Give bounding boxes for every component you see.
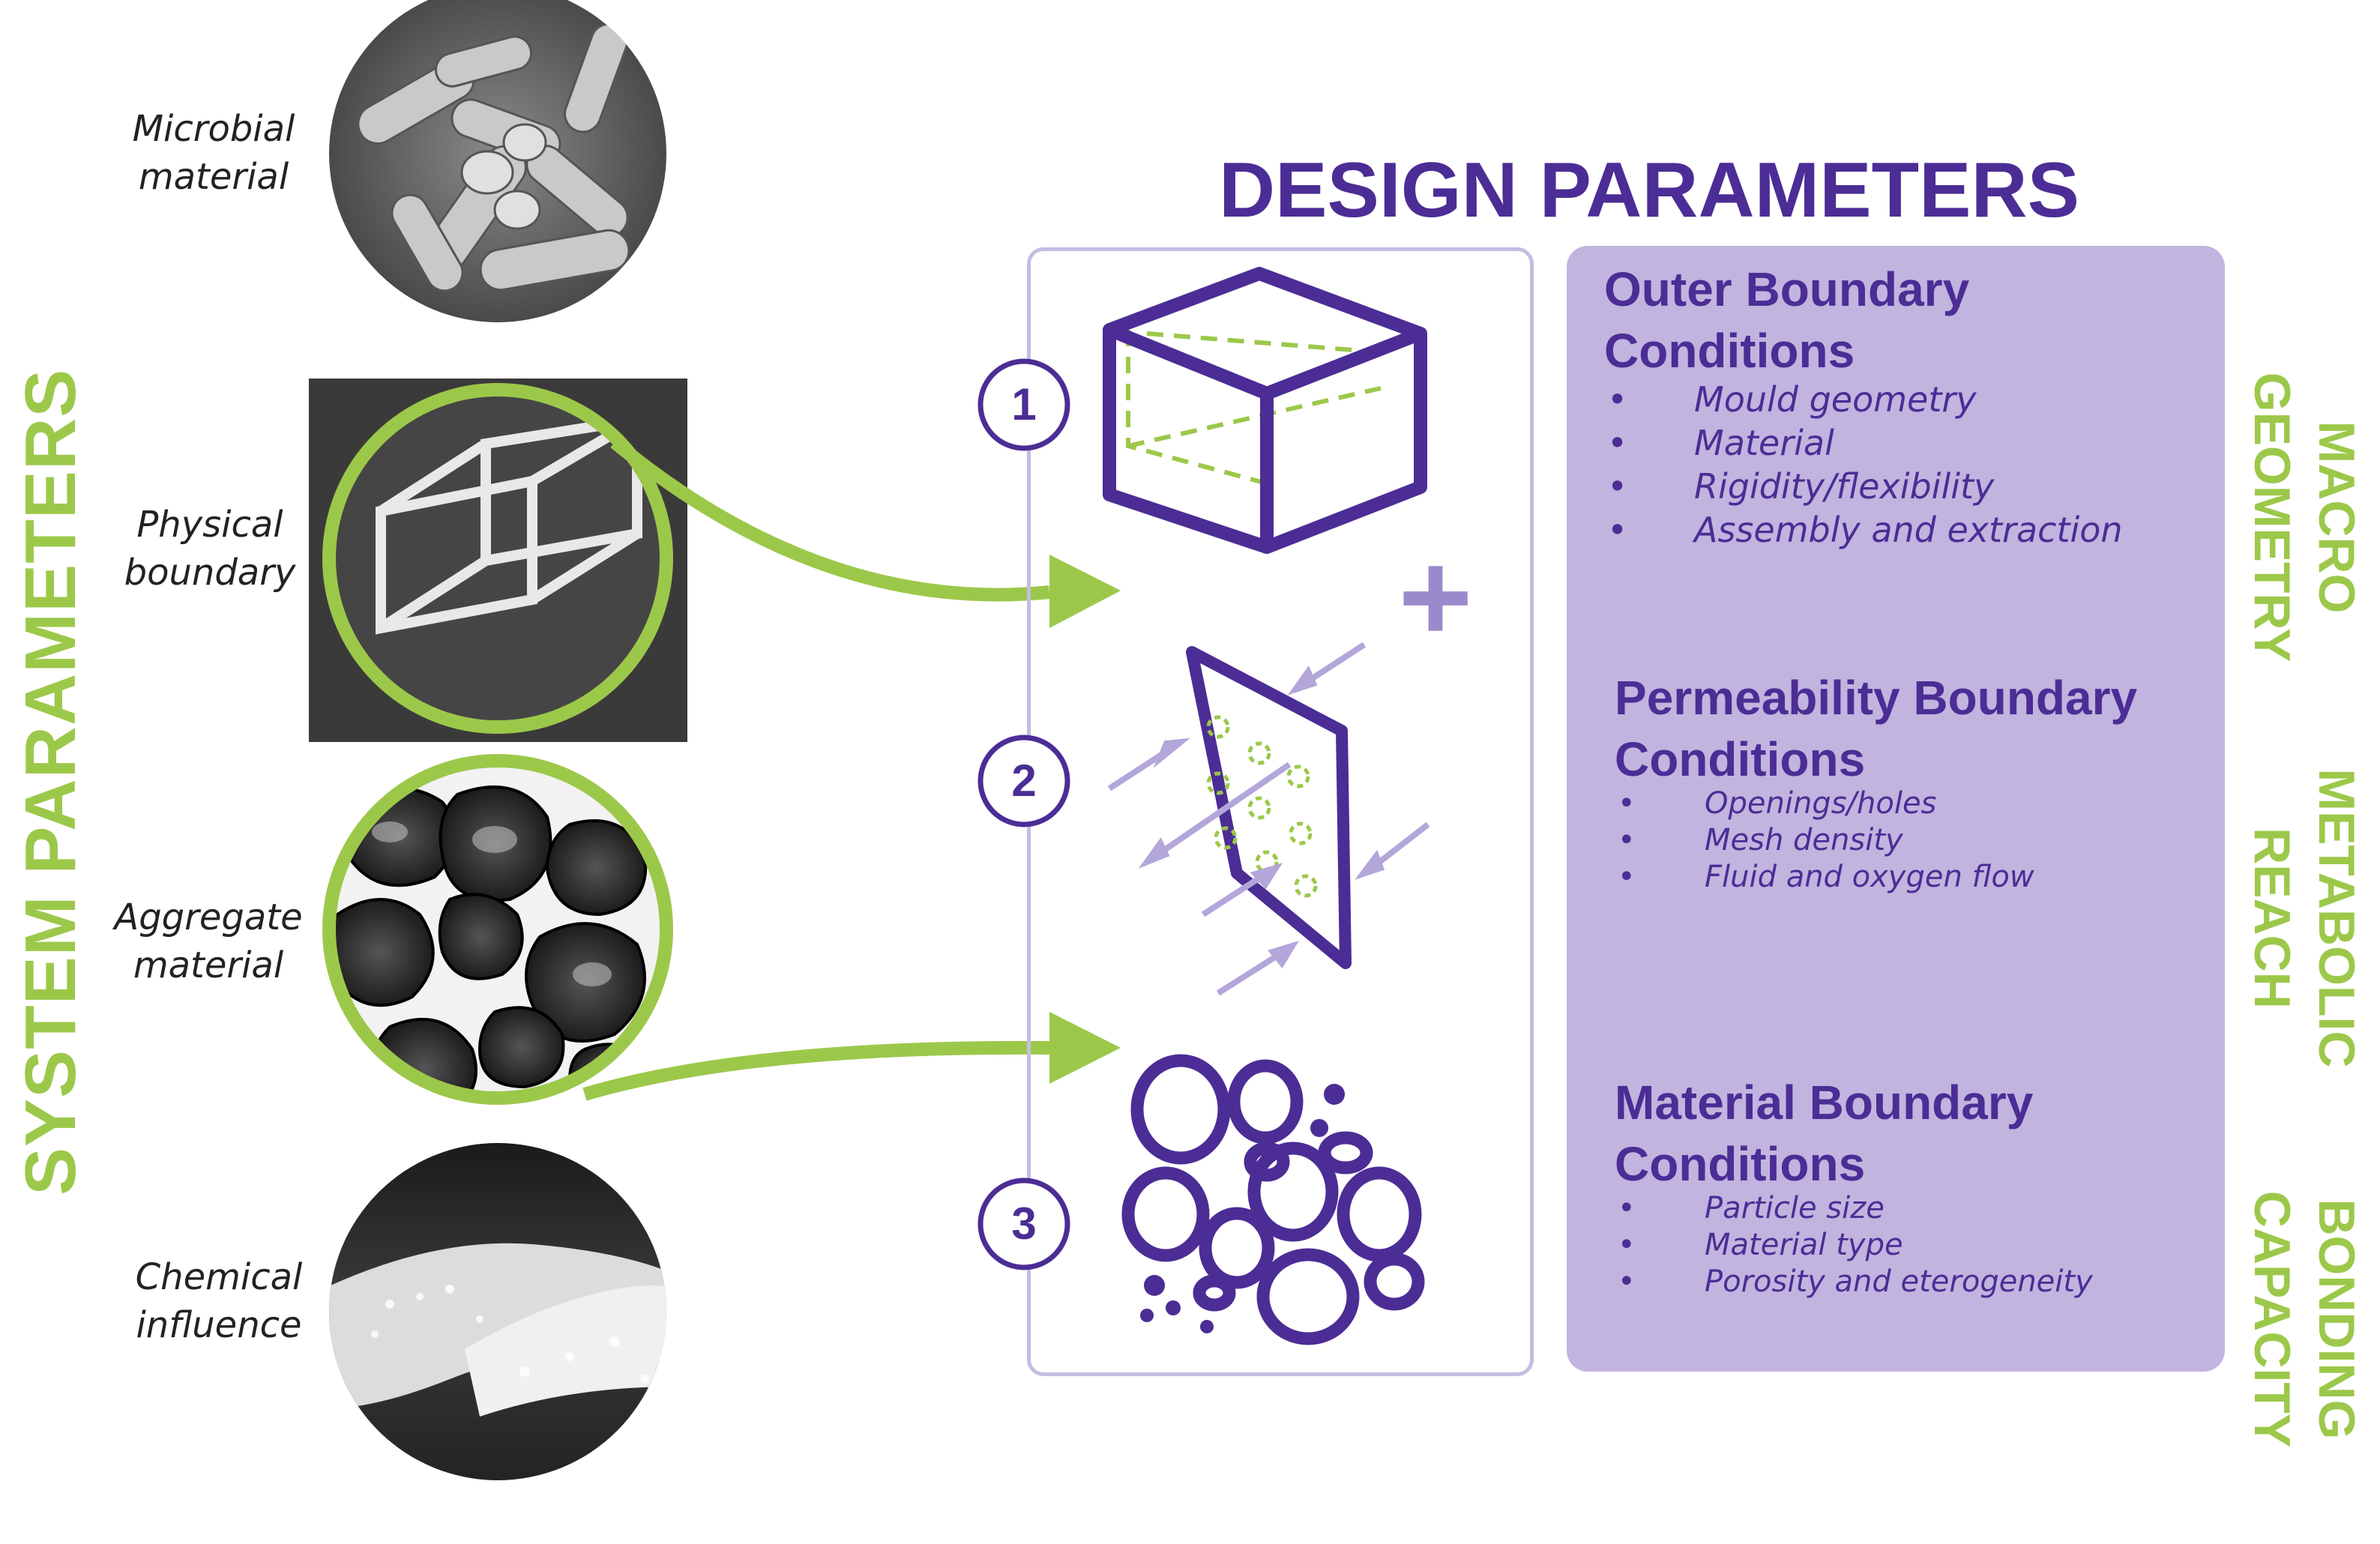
- list-item: Particle size: [1615, 1190, 2093, 1227]
- list-item: Rigidity/flexibility: [1604, 465, 2123, 508]
- macro-geometry-label: MACRO GEOMETRY: [2240, 292, 2369, 742]
- material-boundary-list: Particle size Material type Porosity and…: [1615, 1190, 2093, 1300]
- outer-boundary-title: Outer Boundary Conditions: [1604, 259, 1969, 382]
- particles-icon: [1128, 1061, 1418, 1339]
- outer-boundary-list: Mould geometry Material Rigidity/flexibi…: [1604, 378, 2123, 552]
- list-item: Mesh density: [1615, 822, 2034, 859]
- list-item: Assembly and extraction: [1604, 508, 2123, 552]
- list-item: Porosity and eterogeneity: [1615, 1264, 2093, 1300]
- step-1-number: 1: [979, 360, 1069, 450]
- step-2-number: 2: [979, 736, 1069, 826]
- material-boundary-title: Material Boundary Conditions: [1615, 1072, 2033, 1195]
- step-3-number: 3: [979, 1179, 1069, 1269]
- permeability-boundary-list: Openings/holes Mesh density Fluid and ox…: [1615, 785, 2034, 896]
- list-item: Material type: [1615, 1227, 2093, 1264]
- metabolic-reach-label: METABOLIC REACH: [2240, 693, 2369, 1143]
- list-item: Openings/holes: [1615, 785, 2034, 822]
- list-item: Material: [1604, 421, 2123, 465]
- plus-sign: +: [1398, 526, 1472, 669]
- list-item: Mould geometry: [1604, 378, 2123, 421]
- cube-icon: [1109, 274, 1421, 547]
- permeability-boundary-title: Permeability Boundary Conditions: [1615, 667, 2137, 790]
- list-item: Fluid and oxygen flow: [1615, 859, 2034, 896]
- bonding-capacity-label: BONDING CAPACITY: [2240, 1094, 2369, 1544]
- membrane-icon: [1109, 645, 1428, 993]
